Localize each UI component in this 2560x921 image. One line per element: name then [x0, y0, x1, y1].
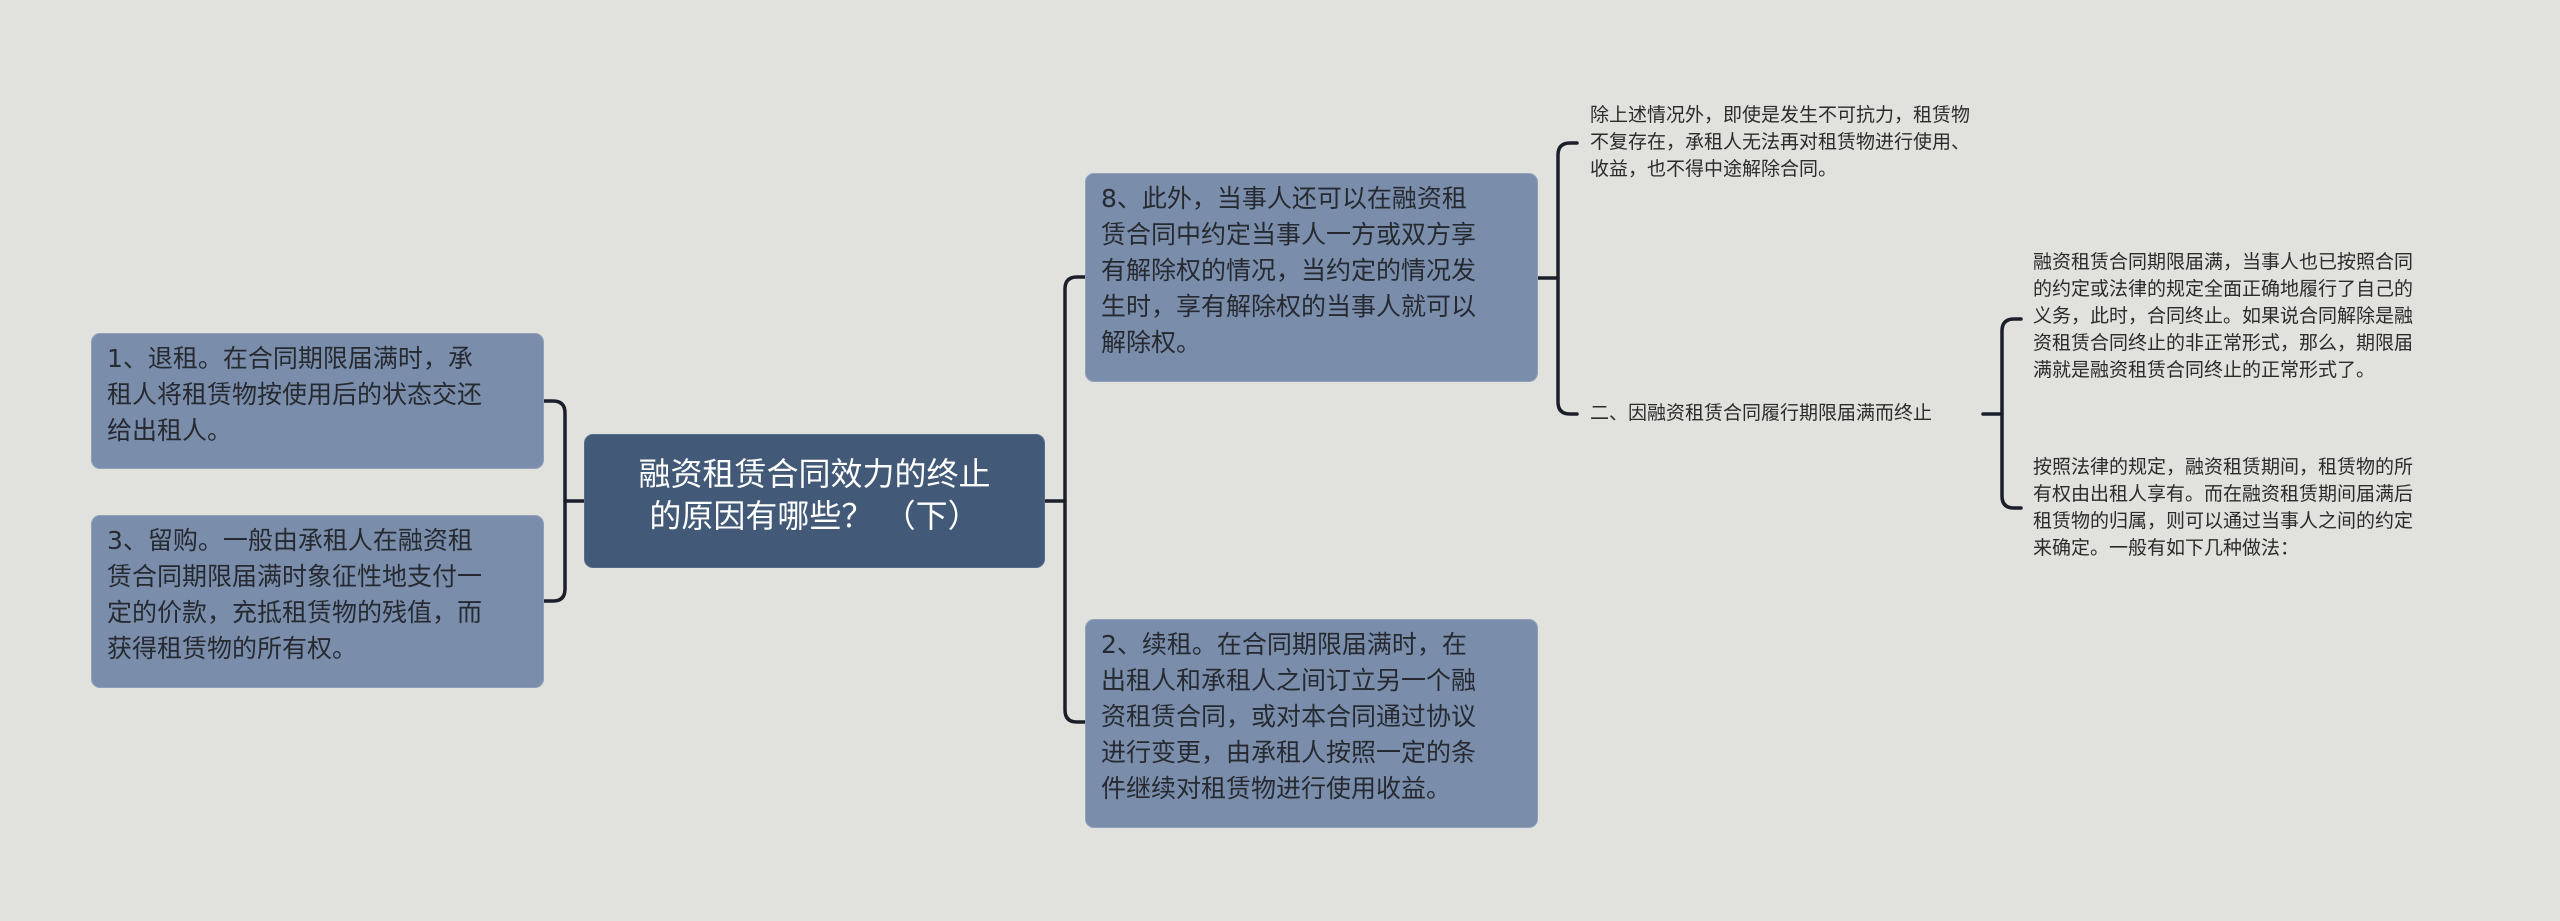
topic-node-rescission-right[interactable]: 8、此外，当事人还可以在融资租 赁合同中约定当事人一方或双方享 有解除权的情况，…: [1085, 173, 1538, 382]
topic-text-line: 定的价款，充抵租赁物的残值，而: [107, 598, 483, 627]
leaf-text-line: 义务，此时，合同终止。如果说合同解除是融: [2033, 305, 2414, 327]
topic-text-line: 3、留购。一般由承租人在融资租: [107, 526, 473, 555]
leaf-normal-form[interactable]: 融资租赁合同期限届满，当事人也已按照合同 的约定或法律的规定全面正确地履行了自己…: [2033, 249, 2413, 384]
root-title-line-2: 的原因有哪些？ （下）: [649, 497, 980, 535]
root-title-line-1: 融资租赁合同效力的终止: [638, 455, 991, 493]
topic-text-line: 有解除权的情况，当约定的情况发: [1101, 256, 1477, 285]
topic-text-line: 8、此外，当事人还可以在融资租: [1101, 184, 1467, 213]
topic-node-withdraw-lease[interactable]: 1、退租。在合同期限届满时，承 租人将租赁物按使用后的状态交还 给出租人。: [91, 333, 544, 469]
leaf-text-line: 资租赁合同终止的非正常形式，那么，期限届: [2033, 332, 2414, 354]
topic-text-line: 2、续租。在合同期限届满时，在: [1101, 630, 1467, 659]
topic-text-line: 获得租赁物的所有权。: [107, 634, 358, 663]
leaf-text-line: 租赁物的归属，则可以通过当事人之间的约定: [2033, 510, 2414, 532]
topic-text-line: 资租赁合同，或对本合同通过协议: [1101, 702, 1477, 731]
leaf-text-line: 的约定或法律的规定全面正确地履行了自己的: [2033, 278, 2414, 300]
leaf-text-line: 收益，也不得中途解除合同。: [1590, 158, 1838, 180]
leaf-term-expiry[interactable]: 二、因融资租赁合同履行期限届满而终止: [1590, 400, 1932, 427]
topic-node-purchase[interactable]: 3、留购。一般由承租人在融资租 赁合同期限届满时象征性地支付一 定的价款，充抵租…: [91, 515, 544, 688]
leaf-label: 二、因融资租赁合同履行期限届满而终止: [1590, 402, 1933, 424]
leaf-text-line: 按照法律的规定，融资租赁期间，租赁物的所: [2033, 456, 2414, 478]
leaf-text-line: 满就是融资租赁合同终止的正常形式了。: [2033, 359, 2376, 381]
connector-right-bracket: [1063, 275, 1087, 724]
topic-text-line: 1、退租。在合同期限届满时，承: [107, 344, 473, 373]
leaf-force-majeure[interactable]: 除上述情况外，即使是发生不可抗力，租赁物 不复存在，承租人无法再对租赁物进行使用…: [1590, 102, 1970, 183]
root-node[interactable]: 融资租赁合同效力的终止 的原因有哪些？ （下）: [584, 434, 1045, 568]
leaf-text-line: 来确定。一般有如下几种做法：: [2033, 537, 2300, 559]
connector-left-bracket: [542, 399, 567, 603]
leaf-text-line: 融资租赁合同期限届满，当事人也已按照合同: [2033, 251, 2414, 273]
leaf-text-line: 有权由出租人享有。而在融资租赁期间届满后: [2033, 483, 2414, 505]
connector-node8-bracket: [1556, 141, 1579, 416]
leaf-ownership[interactable]: 按照法律的规定，融资租赁期间，租赁物的所 有权由出租人享有。而在融资租赁期间届满…: [2033, 454, 2413, 562]
topic-text-line: 件继续对租赁物进行使用收益。: [1101, 774, 1452, 803]
connector-expiry-bracket: [2000, 317, 2023, 510]
topic-text-line: 进行变更，由承租人按照一定的条: [1101, 738, 1477, 767]
topic-text-line: 解除权。: [1101, 328, 1202, 357]
leaf-text-line: 不复存在，承租人无法再对租赁物进行使用、: [1590, 131, 1971, 153]
topic-text-line: 出租人和承租人之间订立另一个融: [1101, 666, 1477, 695]
leaf-text-line: 除上述情况外，即使是发生不可抗力，租赁物: [1590, 104, 1971, 126]
topic-text-line: 生时，享有解除权的当事人就可以: [1101, 292, 1477, 321]
topic-node-renew-lease[interactable]: 2、续租。在合同期限届满时，在 出租人和承租人之间订立另一个融 资租赁合同，或对…: [1085, 619, 1538, 828]
topic-text-line: 租人将租赁物按使用后的状态交还: [107, 380, 483, 409]
topic-text-line: 赁合同中约定当事人一方或双方享: [1101, 220, 1477, 249]
topic-text-line: 赁合同期限届满时象征性地支付一: [107, 562, 483, 591]
topic-text-line: 给出租人。: [107, 416, 233, 445]
